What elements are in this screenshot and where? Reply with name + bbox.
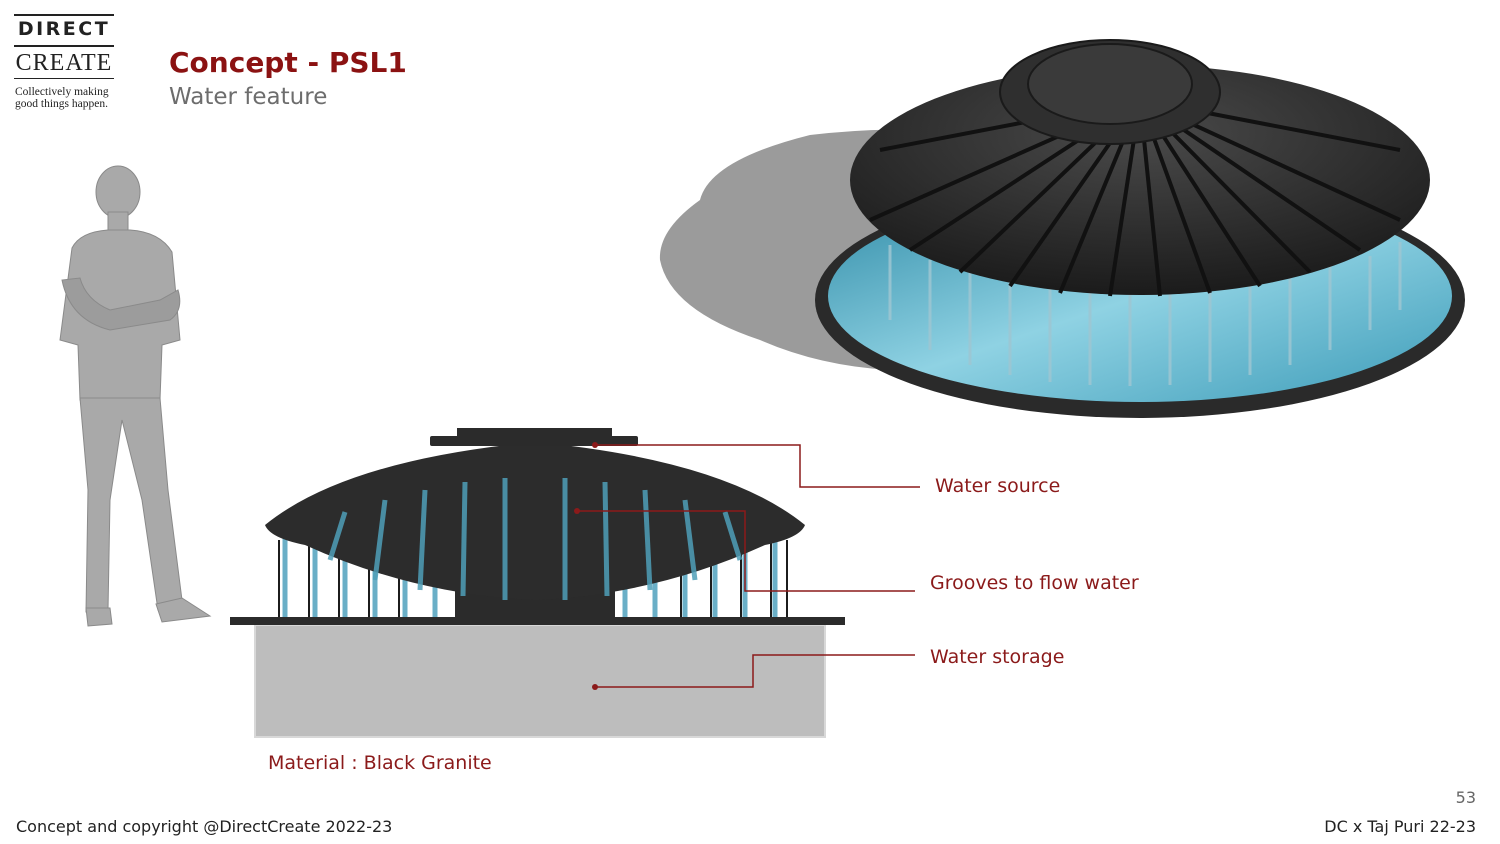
page-title: Concept - PSL1 [169,46,407,79]
direct-create-logo: DIRECT CREATE Collectively making good t… [14,14,118,114]
leader-dot-water-storage [592,684,598,690]
leader-water-source [595,444,920,488]
water-feature-elevation [230,428,845,738]
callout-grooves: Grooves to flow water [930,572,1139,594]
dome-profile [265,442,805,600]
page-number: 53 [1455,788,1476,807]
callout-water-storage: Water storage [930,646,1065,668]
logo-rule-middle [14,45,114,47]
dome-cap-top [1027,43,1193,125]
logo-rule-top [14,14,114,16]
logo-direct-text: DIRECT [17,18,111,40]
logo-tagline-line1: Collectively making [15,86,109,98]
footer-project: DC x Taj Puri 22-23 [1324,817,1476,836]
page-subtitle: Water feature [169,84,328,110]
logo-tagline-line2: good things happen. [15,98,108,110]
leader-dot-grooves [574,508,580,514]
logo-create-text: CREATE [15,50,113,76]
base-plate [230,617,845,625]
leader-water-storage [595,654,915,688]
material-label: Material : Black Granite [268,752,492,774]
logo-rule-bottom [14,78,114,79]
cap-plate [430,436,638,446]
water-storage-block [254,624,826,738]
cap-top [457,428,612,438]
human-scale-figure [59,165,212,627]
water-feature-perspective-render [659,39,1465,418]
footer-copyright: Concept and copyright @DirectCreate 2022… [16,817,393,836]
logo-tagline: Collectively making good things happen. [15,86,125,110]
leader-dot-water-source [592,442,598,448]
leader-grooves [577,510,915,592]
callout-water-source: Water source [935,475,1061,497]
